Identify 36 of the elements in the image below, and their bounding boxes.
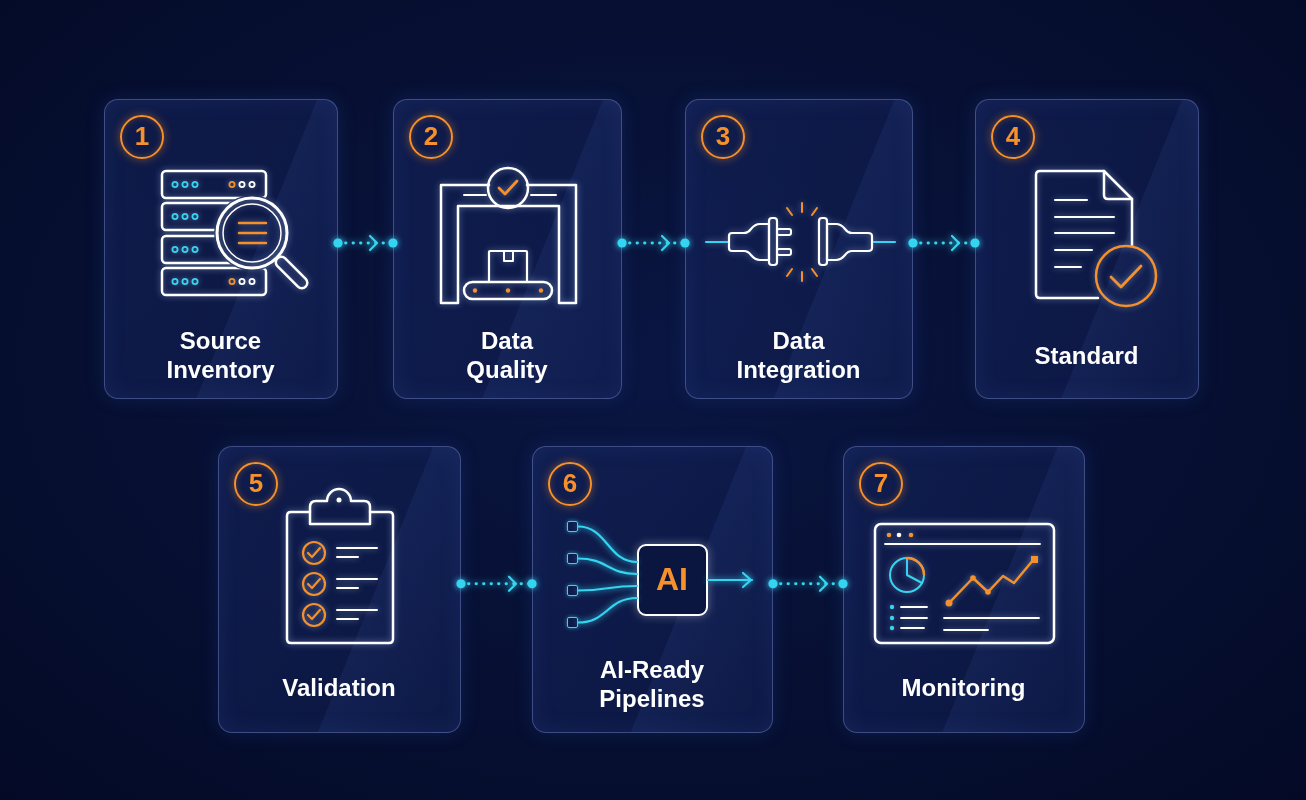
connector-line xyxy=(576,596,639,624)
step-number: 5 xyxy=(234,462,278,506)
step-title: Source Inventory xyxy=(165,325,276,384)
step-card xyxy=(685,99,913,399)
dotted-arrow xyxy=(333,234,399,252)
step-title: Standard xyxy=(1033,340,1140,369)
input-port xyxy=(566,584,578,596)
dotted-arrow xyxy=(908,234,981,252)
step-number: 6 xyxy=(548,462,592,506)
dotted-arrow xyxy=(768,575,849,592)
connector-line xyxy=(576,557,639,576)
input-port xyxy=(566,552,578,564)
step-number: 4 xyxy=(991,115,1035,159)
step-number: 3 xyxy=(701,115,745,159)
ai-block: AI xyxy=(636,543,708,616)
step-number: 2 xyxy=(409,115,453,159)
step-card xyxy=(104,99,338,399)
connector-line xyxy=(576,525,639,564)
step-card xyxy=(218,446,461,733)
step-title: Data Quality xyxy=(465,325,549,384)
input-port xyxy=(566,616,578,628)
step-card xyxy=(393,99,622,399)
connector-line xyxy=(576,584,639,592)
step-title: Data Integration xyxy=(735,325,862,384)
step-title: Validation xyxy=(281,672,397,701)
arrow xyxy=(706,571,754,589)
step-card xyxy=(532,446,773,733)
dotted-arrow xyxy=(456,575,538,592)
dotted-arrow xyxy=(617,234,691,252)
step-card xyxy=(975,99,1199,399)
input-port xyxy=(566,520,578,532)
step-title: AI-Ready Pipelines xyxy=(598,654,706,713)
step-number: 7 xyxy=(859,462,903,506)
step-number: 1 xyxy=(120,115,164,159)
step-card xyxy=(843,446,1085,733)
step-title: Monitoring xyxy=(900,672,1027,701)
